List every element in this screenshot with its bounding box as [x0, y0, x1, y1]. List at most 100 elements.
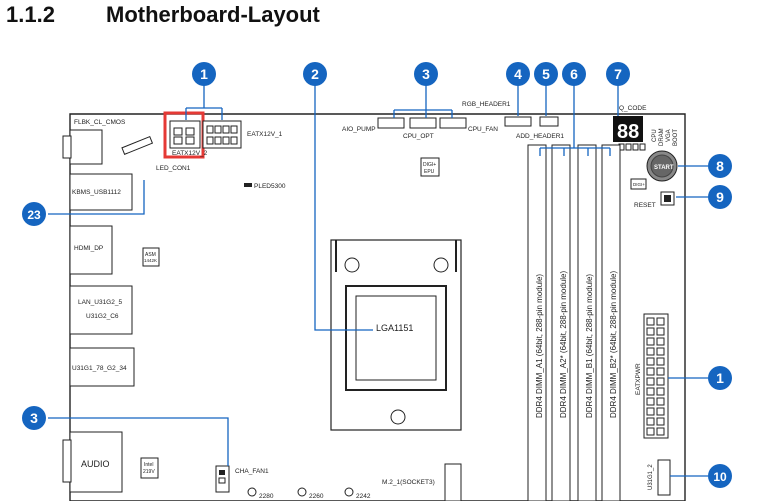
- digi-plus-chip: [630, 178, 647, 190]
- dimm-b2-label: DDR4 DIMM_B2* (64bit, 288-pin module): [609, 270, 618, 418]
- led-cpu-label: CPU: [652, 129, 658, 142]
- callout-number: 8: [716, 158, 724, 174]
- eatxpwr-pin: [646, 367, 655, 376]
- callout-number: 23: [27, 208, 41, 222]
- usb-ports: [69, 347, 135, 387]
- callout-circle: [562, 62, 586, 86]
- led-con-label: LED_CON1: [156, 165, 191, 172]
- callout-number: 3: [422, 66, 430, 82]
- start-label: START: [654, 165, 674, 171]
- callout-circle: [708, 366, 732, 390]
- eatxpwr-pin: [646, 427, 655, 436]
- eatxpwr-pin: [646, 327, 655, 336]
- pled-label: PLED5300: [254, 183, 286, 190]
- leader-lines: [48, 84, 708, 477]
- digi-epu-chip: [420, 157, 440, 177]
- eatxpwr-pin: [646, 357, 655, 366]
- dimm-a2-label: DDR4 DIMM_A2* (64bit, 288-pin module): [559, 270, 568, 418]
- reset-label: RESET: [634, 202, 656, 209]
- eatxpwr-pin: [646, 397, 655, 406]
- m2-label: M.2_1(SOCKET3): [382, 479, 435, 486]
- callout-circle: [22, 202, 46, 226]
- eatxpwr-pin: [656, 407, 665, 416]
- callout-circle: [303, 62, 327, 86]
- lan-label: LAN_U31G2_5: [78, 299, 122, 306]
- audio-label: AUDIO: [81, 459, 110, 469]
- socket-label: LGA1151: [376, 323, 413, 333]
- callout-circle: [708, 154, 732, 178]
- eatxpwr-pin: [656, 317, 665, 326]
- rgb-header-label: RGB_HEADER1: [462, 101, 511, 108]
- usb-label: U31G1_78_G2_34: [72, 365, 127, 372]
- cpu-fan-header: [439, 117, 467, 129]
- callout-number: 3: [30, 410, 38, 426]
- hdmi-dp-label: HDMI_DP: [74, 245, 103, 252]
- dimm-b1-slot: [577, 144, 597, 501]
- q-code-label: Q_CODE: [619, 105, 647, 112]
- dimm-b1-label: DDR4 DIMM_B1 (64bit, 288-pin module): [585, 274, 594, 418]
- flbk-cl-cmos-label: FLBK_CL_CMOS: [74, 119, 126, 126]
- q-code-display: [613, 116, 643, 142]
- callout-number: 9: [716, 189, 724, 205]
- eatxpwr-label: EATXPWR: [635, 363, 642, 395]
- add-header-label: ADD_HEADER1: [516, 133, 564, 140]
- eatxpwr-pin: [646, 377, 655, 386]
- intel-label: Intel: [144, 462, 153, 468]
- flbk-cl-cmos-port: [69, 129, 103, 165]
- audio-port: [69, 431, 123, 493]
- eatxpwr-pin: [656, 417, 665, 426]
- digi-epu-label-2: EPU: [424, 169, 435, 175]
- intel-chip: [140, 457, 159, 479]
- eatxpwr-pin: [656, 337, 665, 346]
- u31g1-2-label: U31G1_2: [648, 464, 654, 490]
- kbms-usb-port: [69, 173, 133, 211]
- dimm-a2-slot: [551, 144, 571, 501]
- callout-number: 5: [542, 66, 550, 82]
- asm-chip: [142, 247, 160, 267]
- eatxpwr-pin: [656, 347, 665, 356]
- lan-usb-port: [69, 285, 133, 335]
- aio-pump-header: [377, 117, 405, 129]
- u31g1-2-connector: [657, 459, 671, 496]
- eatxpwr-pin: [646, 347, 655, 356]
- digi-plus-label: DIGI+: [633, 182, 645, 187]
- m2-2280-label: 2280: [259, 493, 274, 500]
- asm-code: 1442K: [144, 258, 157, 263]
- callout-number: 4: [514, 66, 522, 82]
- led-vga-label: VGA: [666, 129, 672, 142]
- kbms-label: KBMS_USB1112: [72, 189, 121, 196]
- callout-number: 6: [570, 66, 578, 82]
- eatxpwr-pin: [646, 417, 655, 426]
- callout-circle: [506, 62, 530, 86]
- callout-circle: [534, 62, 558, 86]
- callout-circle: [606, 62, 630, 86]
- led-boot-label: BOOT: [673, 129, 679, 146]
- eatxpwr-pin: [646, 317, 655, 326]
- cpu-socket-frame: [330, 239, 462, 431]
- dimm-a1-slot: [527, 144, 547, 501]
- eatx12v-2-label: EATX12V_2: [172, 150, 208, 157]
- lan-usb-label: U31G2_C6: [86, 313, 119, 320]
- eatx12v-1-label: EATX12V_1: [247, 131, 283, 138]
- rgb-header: [504, 116, 532, 127]
- eatxpwr-pin: [656, 387, 665, 396]
- svg-text:88: 88: [617, 121, 639, 143]
- dimm-a1-label: DDR4 DIMM_A1 (64bit, 288-pin module): [535, 274, 544, 418]
- callout-number: 1: [200, 66, 208, 82]
- add-header: [539, 116, 559, 127]
- eatxpwr-pin: [656, 377, 665, 386]
- cha-fan-label: CHA_FAN1: [235, 468, 269, 475]
- digi-epu-label-1: DIGI+: [423, 162, 436, 168]
- eatxpwr-pin: [646, 407, 655, 416]
- led-dram-label: DRAM: [659, 128, 665, 146]
- section-title: Motherboard-Layout: [106, 2, 320, 27]
- callout-number: 2: [311, 66, 319, 82]
- callout-number: 10: [713, 470, 727, 484]
- m2-slot: [444, 463, 462, 501]
- eatxpwr-pin: [656, 367, 665, 376]
- eatxpwr-pin: [656, 327, 665, 336]
- eatxpwr-pin: [656, 427, 665, 436]
